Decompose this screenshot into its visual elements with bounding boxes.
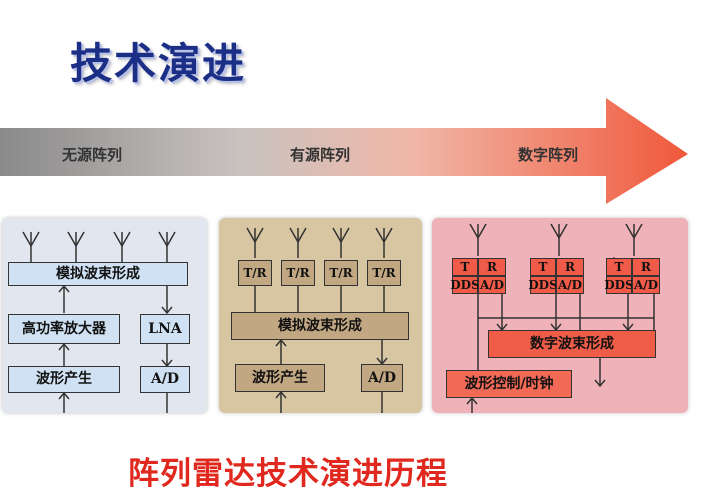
antenna-icon — [246, 227, 264, 258]
analog-beamforming-box: 模拟波束形成 — [231, 312, 409, 340]
stage-label-active: 有源阵列 — [290, 146, 351, 164]
digital-array-panel: T R DDS A/D T R DDS A/D T R DDS A/D 数字波束… — [432, 218, 688, 413]
lna-box: LNA — [140, 314, 190, 344]
ad-converter-box: A/D — [478, 276, 506, 294]
receive-label-box: R — [556, 258, 584, 276]
antenna-icon — [375, 227, 393, 258]
antenna-icon — [67, 231, 85, 263]
figure-caption: 阵列雷达技术演进历程 — [128, 456, 448, 492]
antenna-icon — [625, 223, 643, 256]
antenna-icon — [22, 231, 40, 263]
tr-module-box: T/R — [367, 260, 401, 286]
passive-array-panel: 模拟波束形成 高功率放大器 LNA 波形产生 A/D — [2, 218, 207, 413]
transmit-label-box: T — [452, 258, 478, 276]
digital-beamforming-box: 数字波束形成 — [488, 330, 656, 358]
page-title: 技术演进 — [70, 39, 247, 88]
ad-converter-box: A/D — [140, 366, 190, 393]
antenna-icon — [113, 231, 131, 263]
high-power-amplifier-box: 高功率放大器 — [8, 314, 120, 344]
antenna-icon — [332, 227, 350, 258]
receive-label-box: R — [478, 258, 506, 276]
dds-box: DDS — [450, 276, 480, 294]
waveform-generation-box: 波形产生 — [8, 366, 120, 393]
dds-box: DDS — [528, 276, 558, 294]
antenna-icon — [550, 223, 568, 256]
transmit-label-box: T — [606, 258, 632, 276]
stage-label-digital: 数字阵列 — [518, 146, 579, 164]
dds-box: DDS — [604, 276, 634, 294]
passive-array-connections — [22, 231, 176, 413]
antenna-icon — [158, 231, 176, 263]
receive-label-box: R — [632, 258, 660, 276]
waveform-generation-box: 波形产生 — [235, 364, 325, 392]
tr-module-box: T/R — [238, 260, 272, 286]
active-array-panel: T/R T/R T/R T/R 模拟波束形成 波形产生 A/D — [219, 218, 422, 413]
waveform-control-clock-box: 波形控制/时钟 — [446, 370, 572, 398]
antenna-icon — [469, 223, 487, 256]
tr-module-box: T/R — [281, 260, 315, 286]
evolution-arrow — [0, 98, 690, 210]
antenna-icon — [289, 227, 307, 258]
analog-beamforming-box: 模拟波束形成 — [8, 262, 188, 286]
transmit-label-box: T — [530, 258, 556, 276]
ad-converter-box: A/D — [361, 364, 403, 392]
ad-converter-box: A/D — [556, 276, 584, 294]
tr-module-box: T/R — [324, 260, 358, 286]
ad-converter-box: A/D — [632, 276, 660, 294]
digital-array-connections — [466, 223, 655, 413]
active-array-connections — [246, 227, 393, 413]
stage-label-passive: 无源阵列 — [62, 146, 123, 164]
